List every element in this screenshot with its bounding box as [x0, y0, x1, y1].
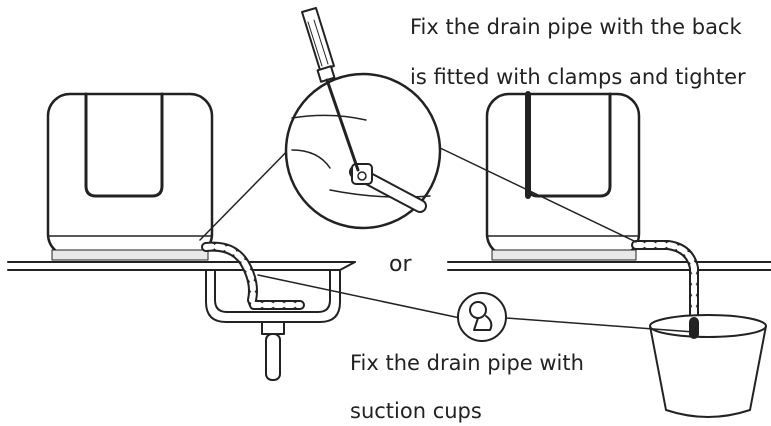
screwdriver-icon: [301, 7, 360, 172]
top-instruction-line-2: is fitted with clamps and tighter: [410, 65, 746, 89]
dishwasher-left: [46, 92, 214, 261]
magnifier-detail: [284, 72, 442, 230]
countertop-right: [447, 261, 771, 271]
drain-pipe-left: [201, 241, 305, 310]
top-instruction-line-1: Fix the drain pipe with the back: [410, 15, 742, 39]
suction-cup-icon: [257, 274, 695, 342]
bottom-instruction-line-2: suction cups: [350, 399, 482, 423]
countertop-left: [7, 261, 356, 271]
bottom-instruction-line-1: Fix the drain pipe with: [350, 351, 584, 375]
drain-pipe-right: [631, 240, 699, 335]
callout-lines: [199, 137, 637, 243]
sink-drain: [261, 321, 285, 381]
or-label: or: [389, 252, 412, 277]
dishwasher-right: [485, 91, 641, 261]
